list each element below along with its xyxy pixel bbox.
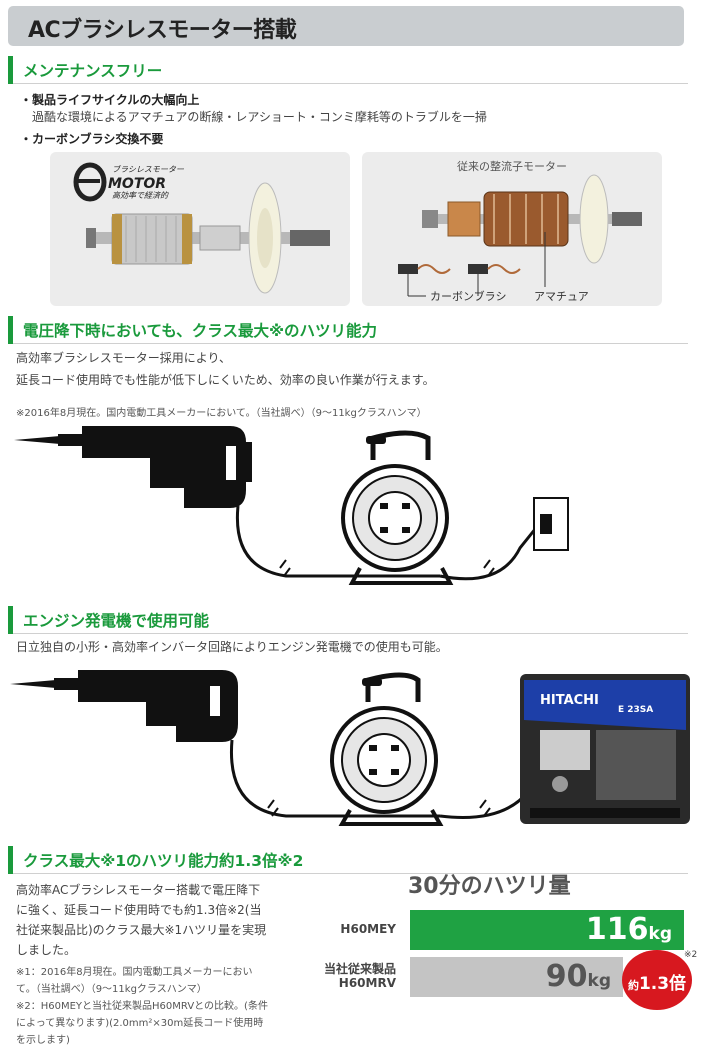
bullet-lifecycle-desc: 過酷な環境によるアマチュアの断線・レアショート・コンミ摩耗等のトラブルを一掃 xyxy=(32,110,487,124)
generator-line-1: 日立独自の小形・高効率インバータ回路によりエンジン発電機での使用も可能。 xyxy=(16,640,448,654)
generator-image: HITACHI E 23SA xyxy=(520,674,690,824)
conventional-motor-image: 従来の整流子モーター カーボンブラシ アマチュア xyxy=(398,159,642,303)
ratio-badge-text: 約1.3倍 xyxy=(622,969,692,994)
page-title: ACブラシレスモーター搭載 xyxy=(28,18,297,43)
extension-cord-illustration xyxy=(14,426,569,585)
label-armature: アマチュア xyxy=(534,290,589,303)
divider xyxy=(13,873,688,874)
ratio-badge-note: ※2 xyxy=(684,950,698,960)
conventional-motor-panel: 従来の整流子モーター カーボンブラシ アマチュア xyxy=(362,152,662,306)
bar-value-number: 116 xyxy=(585,912,649,947)
ratio-badge-value: 1.3倍 xyxy=(638,974,687,994)
heading-text: クラス最大※1のハツリ能力約1.3倍※2 xyxy=(23,852,304,870)
heading-text: メンテナンスフリー xyxy=(23,62,163,80)
bar-value-h60mey: 116kg xyxy=(586,912,672,947)
generator-brand: HITACHI xyxy=(540,693,599,708)
label-carbon-brush: カーボンブラシ xyxy=(430,289,506,303)
section-heading-hatsuri: クラス最大※1のハツリ能力約1.3倍※2 xyxy=(8,846,688,874)
bullet-carbon-free: ・カーボンブラシ交換不要 xyxy=(20,132,164,146)
hatsuri-note: によって異なります)(2.0mm²×30m延長コード使用時 xyxy=(16,1018,264,1029)
heading-text: 電圧降下時においても、クラス最大※のハツリ能力 xyxy=(23,322,378,340)
section-heading-maintenance: メンテナンスフリー xyxy=(8,56,688,84)
generator-model: E 23SA xyxy=(618,705,653,715)
emotor-logo-main: MOTOR xyxy=(108,176,166,192)
divider xyxy=(13,343,688,344)
bullet-lifecycle: ・製品ライフサイクルの大幅向上 xyxy=(20,93,200,107)
ratio-badge: 約1.3倍 xyxy=(622,950,692,1010)
chart-title: 30分のハツリ量 xyxy=(408,874,571,899)
voltage-line-1: 高効率ブラシレスモーター採用により、 xyxy=(16,351,232,365)
bar-h60mey: 116kg xyxy=(410,910,684,950)
hatsuri-notes: ※1：2016年8月現在。国内電動工具メーカーにおい て。（当社調べ）（9～11… xyxy=(16,964,268,1048)
section-heading-voltage-drop: 電圧降下時においても、クラス最大※のハツリ能力 xyxy=(8,316,688,344)
brushless-motor-image: ブラシレスモーター MOTOR 高効率で経済的 xyxy=(73,162,330,294)
hatsuri-line: しました。 xyxy=(16,943,77,957)
brushless-motor-panel: ブラシレスモーター MOTOR 高効率で経済的 xyxy=(50,152,350,306)
hatsuri-note: ※1：2016年8月現在。国内電動工具メーカーにおい xyxy=(16,967,253,978)
bar-label-h60mey: H60MEY xyxy=(340,922,396,936)
emotor-logo-top: ブラシレスモーター xyxy=(112,165,185,174)
divider xyxy=(13,83,688,84)
bar-value-h60mrv: 90kg xyxy=(546,959,611,994)
voltage-note: ※2016年8月現在。国内電動工具メーカーにおいて。（当社調べ）（9～11kgク… xyxy=(16,408,427,419)
bar-h60mrv: 90kg xyxy=(410,957,623,997)
bar-value-unit: kg xyxy=(648,924,672,944)
hatsuri-description: 高効率ACブラシレスモーター搭載で電圧降下 に強く、延長コード使用時でも約1.3… xyxy=(16,880,266,960)
hatsuri-note: て。（当社調べ）（9～11kgクラスハンマ） xyxy=(16,984,207,995)
bar-value-unit: kg xyxy=(587,971,611,991)
bar-value-number: 90 xyxy=(545,959,588,994)
old-motor-caption: 従来の整流子モーター xyxy=(457,159,567,173)
generator-illustration: HITACHI E 23SA xyxy=(10,670,690,826)
hatsuri-note: を示します) xyxy=(16,1035,70,1046)
heading-text: エンジン発電機で使用可能 xyxy=(23,612,210,630)
voltage-line-2: 延長コード使用時でも性能が低下しにくいため、効率の良い作業が行えます。 xyxy=(16,373,435,387)
bar-label-line: H60MRV xyxy=(338,976,396,990)
title-bar: ACブラシレスモーター搭載 xyxy=(8,6,684,46)
hatsuri-line: 高効率ACブラシレスモーター搭載で電圧降下 xyxy=(16,883,261,897)
divider xyxy=(13,633,688,634)
ratio-badge-prefix: 約 xyxy=(627,979,639,992)
hatsuri-note: ※2：H60MEYと当社従来製品H60MRVとの比較。(条件 xyxy=(16,1001,268,1012)
bar-label-h60mrv: 当社従来製品 H60MRV xyxy=(300,962,396,990)
section-heading-generator: エンジン発電機で使用可能 xyxy=(8,606,688,634)
hatsuri-line: に強く、延長コード使用時でも約1.3倍※2(当 xyxy=(16,903,262,917)
bar-label-line: 当社従来製品 xyxy=(323,962,396,976)
emotor-logo-sub: 高効率で経済的 xyxy=(112,191,169,200)
hatsuri-line: 社従来製品比)のクラス最大※1ハツリ量を実現 xyxy=(16,923,267,937)
